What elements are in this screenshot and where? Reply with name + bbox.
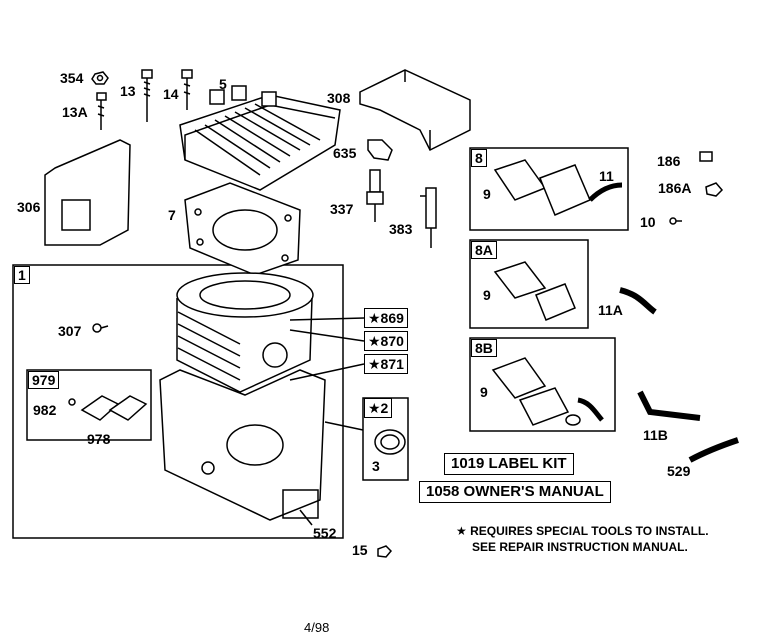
bolt-14-drawing: [181, 69, 193, 110]
breather-8B-drawing: [491, 357, 604, 426]
part-186-label: 186: [657, 153, 681, 169]
part-354-label: 354: [60, 70, 84, 86]
leader-871: [289, 363, 365, 381]
part-14-label: 14: [163, 86, 179, 102]
breather-8A-drawing: [493, 261, 576, 321]
screw-307-drawing: [92, 323, 109, 333]
part-13-label: 13: [120, 83, 136, 99]
leader-552: [299, 509, 313, 526]
group-box-8B: [469, 337, 616, 432]
part-10-label: 10: [640, 214, 656, 230]
group-979-label: 979: [28, 371, 60, 389]
fitting-186A-drawing: [705, 182, 724, 197]
part-306-label: 306: [17, 199, 41, 215]
group-8A-label: 8A: [471, 241, 497, 259]
part-307-label: 307: [58, 323, 82, 339]
part-9-label-8B: 9: [480, 384, 488, 400]
spark-plug-drawing: [366, 169, 384, 222]
group-8B-label: 8B: [471, 339, 497, 357]
part-5-label: 5: [219, 76, 227, 92]
hose-11B-drawing: [637, 390, 701, 421]
breather-8-drawing: [493, 159, 623, 216]
part-13A-label: 13A: [62, 104, 88, 120]
group-box-8: [469, 147, 629, 231]
nut-354-drawing: [91, 71, 109, 85]
fitting-186-drawing: [699, 151, 713, 162]
part-383-label: 383: [389, 221, 413, 237]
part-9-label-8A: 9: [483, 287, 491, 303]
repair-manual-note: SEE REPAIR INSTRUCTION MANUAL.: [472, 540, 688, 554]
breather-drawing: [68, 395, 148, 421]
bolt-13-drawing: [141, 69, 153, 122]
group-box-8A: [469, 239, 589, 329]
part-11-label: 11: [599, 168, 614, 184]
leader-2: [324, 421, 364, 431]
owners-manual-box: 1058 OWNER'S MANUAL: [419, 481, 611, 503]
part-337-label: 337: [330, 201, 354, 217]
leader-869: [289, 317, 365, 321]
label-kit-box: 1019 LABEL KIT: [444, 453, 574, 475]
screw-10-drawing: [669, 217, 682, 225]
nut-15-drawing: [377, 545, 393, 558]
part-529-label: 529: [667, 463, 691, 479]
star-part-871: ★871: [364, 354, 408, 374]
part-982-label: 982: [33, 402, 57, 418]
leader-870: [289, 329, 365, 342]
part-3-label: 3: [372, 458, 380, 474]
air-guide-306-drawing: [44, 139, 131, 246]
part-11A-label: 11A: [598, 302, 623, 318]
gasket-7-drawing: [184, 182, 301, 276]
seal-ring-drawing: [374, 429, 406, 455]
group-box-979: [26, 369, 152, 441]
part-186A-label: 186A: [658, 180, 692, 196]
part-9-label-8: 9: [483, 186, 491, 202]
group-box-1: [12, 264, 344, 539]
elbow-635-drawing: [367, 139, 393, 161]
part-978-label: 978: [87, 431, 111, 447]
group-1-label: 1: [14, 266, 30, 284]
plug-wire-383-drawing: [420, 187, 437, 248]
hose-529-drawing: [688, 437, 739, 463]
part-11B-label: 11B: [643, 427, 668, 443]
stud-13A-drawing: [96, 92, 107, 130]
cylinder-head-drawing: [179, 85, 341, 191]
special-tools-note: ★ REQUIRES SPECIAL TOOLS TO INSTALL.: [456, 524, 709, 538]
star-part-2: ★2: [364, 398, 393, 418]
part-7-label: 7: [168, 207, 176, 223]
star-part-869: ★869: [364, 308, 408, 328]
shroud-308-drawing: [359, 69, 471, 152]
revision-date: 4/98: [304, 620, 330, 635]
part-635-label: 635: [333, 145, 357, 161]
part-552-label: 552: [313, 525, 337, 541]
group-8-label: 8: [471, 149, 487, 167]
star-part-870: ★870: [364, 331, 408, 351]
part-15-label: 15: [352, 542, 368, 558]
cylinder-block-drawing: [159, 272, 326, 521]
hose-11A-drawing: [619, 287, 657, 315]
part-308-label: 308: [327, 90, 351, 106]
